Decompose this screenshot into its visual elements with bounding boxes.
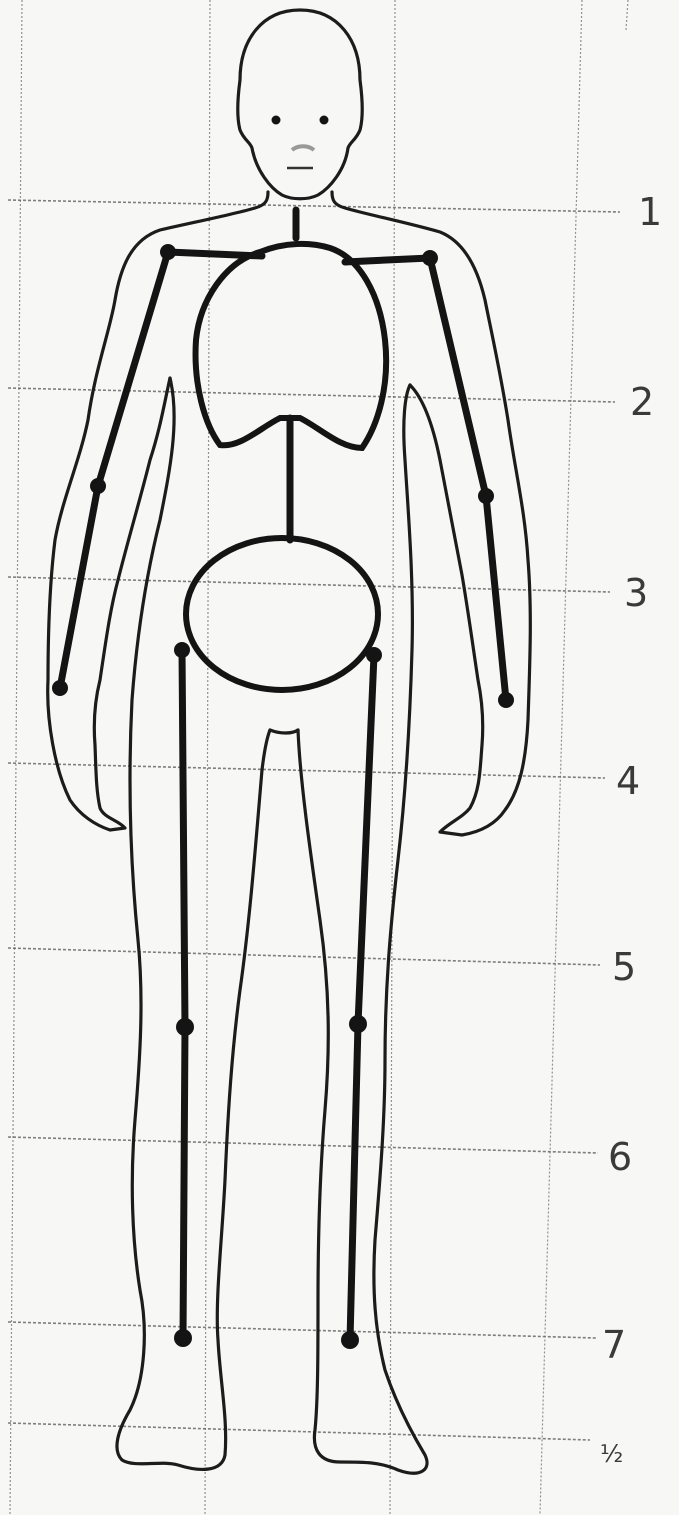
head-line-5 (8, 948, 600, 965)
left-leg-line (182, 650, 185, 1338)
head-line-half (8, 1423, 590, 1440)
scale-label-1: 1 (638, 190, 662, 234)
nose-mark (292, 146, 314, 150)
vertical-guide (540, 0, 582, 1515)
skeleton (60, 210, 506, 1340)
vertical-guide (205, 0, 210, 1515)
left-elbow-joint (90, 478, 106, 494)
vertical-guide (390, 0, 395, 1515)
scale-label-7: 7 (602, 1323, 626, 1367)
head-line-7 (8, 1322, 596, 1338)
right-body-outline (332, 192, 530, 835)
scale-label-6: 6 (608, 1135, 632, 1179)
right-wrist-joint (498, 692, 514, 708)
head-line-3 (8, 577, 610, 592)
right-leg-line (350, 655, 374, 1340)
scale-label-5: 5 (612, 945, 636, 989)
scale-label-2: 2 (630, 380, 654, 424)
left-eye-icon (272, 116, 281, 125)
right-ankle-joint (341, 1331, 359, 1349)
scale-label-3: 3 (624, 571, 648, 615)
right-eye-icon (320, 116, 329, 125)
left-knee-joint (176, 1018, 194, 1036)
right-hip-joint (366, 647, 382, 663)
crotch-outline (270, 730, 298, 733)
scale-label-4: 4 (616, 759, 640, 803)
pelvis-shape (186, 538, 378, 690)
scale-label-half: ½ (600, 1440, 623, 1468)
left-wrist-joint (52, 680, 68, 696)
head-outline (238, 10, 363, 199)
head-line-6 (8, 1137, 598, 1153)
left-hip-joint (174, 642, 190, 658)
vertical-guide (626, 0, 628, 30)
right-knee-joint (349, 1015, 367, 1033)
right-arm-line (430, 258, 506, 700)
face-features (272, 116, 329, 169)
head-unit-lines (8, 200, 620, 1440)
head-line-1 (8, 200, 620, 212)
right-shoulder-line (345, 258, 430, 262)
head-line-2 (8, 388, 615, 402)
left-arm-line (60, 252, 168, 688)
right-elbow-joint (478, 488, 494, 504)
vertical-guide (10, 0, 22, 1515)
left-shoulder-joint (160, 244, 176, 260)
scale-labels: 1 2 3 4 5 6 7 ½ (600, 190, 662, 1468)
right-shoulder-joint (422, 250, 438, 266)
left-ankle-joint (174, 1329, 192, 1347)
body-outline (48, 10, 531, 1473)
